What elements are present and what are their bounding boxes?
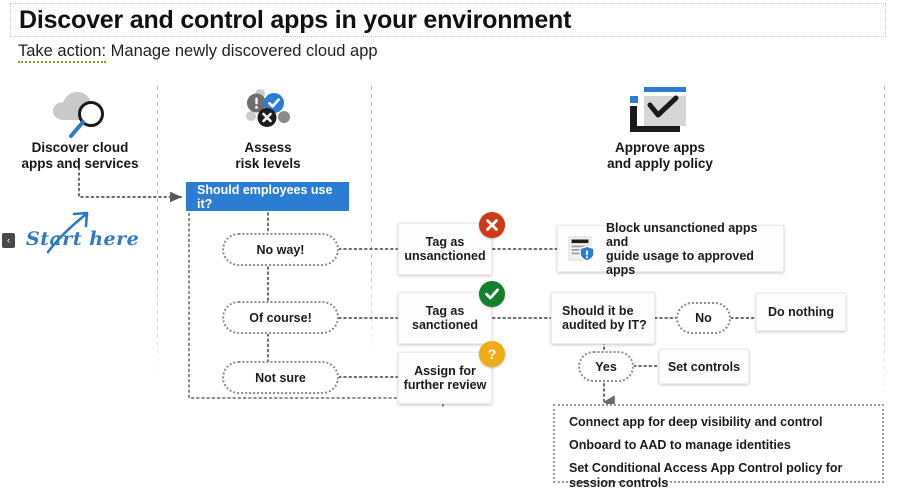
column-label-approve-line1: Approve apps [614,140,706,155]
action-do-nothing[interactable]: Do nothing [756,293,846,331]
card-block-unsanctioned-text: Block unsanctioned apps and guide usage … [606,221,783,277]
page-subtitle: Take action: Manage newly discovered clo… [18,42,378,63]
action-tag-sanctioned[interactable]: Tag as sanctioned [398,292,492,344]
column-label-discover: Discover cloud apps and services [4,140,156,172]
action-set-controls-label: Set controls [667,359,741,374]
panel-final-actions: Connect app for deep visibility and cont… [553,404,884,490]
column-label-assess: Assess risk levels [192,140,344,172]
branch-audit-no[interactable]: No [676,302,731,334]
section-divider-1 [157,86,158,396]
branch-audit-no-label: No [695,311,712,325]
page-title-box: Discover and control apps in your enviro… [10,3,886,37]
status-badge-sanctioned-icon [479,281,505,307]
column-label-approve: Approve apps and apply policy [584,140,736,172]
decision-should-employees-use-it[interactable]: Should employees use it? [186,182,349,211]
card-block-unsanctioned-apps[interactable]: Block unsanctioned apps and guide usage … [557,221,784,277]
column-label-assess-line1: Assess [244,140,292,155]
section-divider-3 [884,86,885,416]
final-action-item: Onboard to AAD to manage identities [569,438,791,452]
column-label-assess-line2: risk levels [235,156,301,171]
status-badge-review-icon: ? [479,341,505,367]
branch-of-course-label: Of course! [249,310,312,325]
branch-audit-yes[interactable]: Yes [578,351,634,382]
status-badge-review-glyph: ? [487,346,497,362]
action-tag-unsanctioned-line1: Tag as [425,235,465,249]
branch-audit-yes-label: Yes [595,359,617,374]
cloud-search-icon [48,90,118,142]
branch-not-sure-label: Not sure [255,370,306,385]
subtitle-lead: Take action: [18,42,107,63]
document-shield-icon [568,236,596,262]
decision-label: Should employees use it? [197,182,333,211]
action-tag-unsanctioned[interactable]: Tag as unsanctioned [398,223,492,275]
status-badge-unsanctioned-icon [479,212,505,238]
action-do-nothing-label: Do nothing [768,305,834,319]
decision-should-it-be-audited[interactable]: Should it be audited by IT? [551,292,655,344]
column-label-discover-line2: apps and services [21,156,139,171]
action-set-controls[interactable]: Set controls [659,349,749,384]
final-action-item: Connect app for deep visibility and cont… [569,415,823,429]
card-block-line2: guide usage to approved apps [606,248,754,277]
branch-no-way[interactable]: No way! [222,233,339,266]
card-block-line1: Block unsanctioned apps and [606,220,758,249]
final-action-item: Set Conditional Access App Control polic… [569,461,843,490]
audit-question-line2: audited by IT? [562,318,647,332]
branch-not-sure[interactable]: Not sure [222,361,339,394]
back-chevron-icon[interactable]: ‹ [2,233,15,248]
risk-dots-icon [232,88,304,136]
action-tag-sanctioned-line2: sanctioned [412,318,478,332]
branch-of-course[interactable]: Of course! [222,301,339,334]
column-label-discover-line1: Discover cloud [31,140,129,155]
section-divider-2 [371,86,372,376]
branch-no-way-label: No way! [256,242,305,257]
action-assign-review-line1: Assign for [414,364,476,378]
action-tag-sanctioned-line1: Tag as [425,304,465,318]
approve-checklist-icon [624,85,696,139]
subtitle-rest: Manage newly discovered cloud app [106,42,378,60]
audit-question-line1: Should it be [562,304,634,318]
action-assign-review[interactable]: Assign for further review [398,352,492,404]
start-here-annotation: Start here [26,228,140,250]
action-assign-review-line2: further review [403,378,487,392]
page-title: Discover and control apps in your enviro… [19,5,572,34]
column-label-approve-line2: and apply policy [607,156,713,171]
action-tag-unsanctioned-line2: unsanctioned [404,249,486,263]
